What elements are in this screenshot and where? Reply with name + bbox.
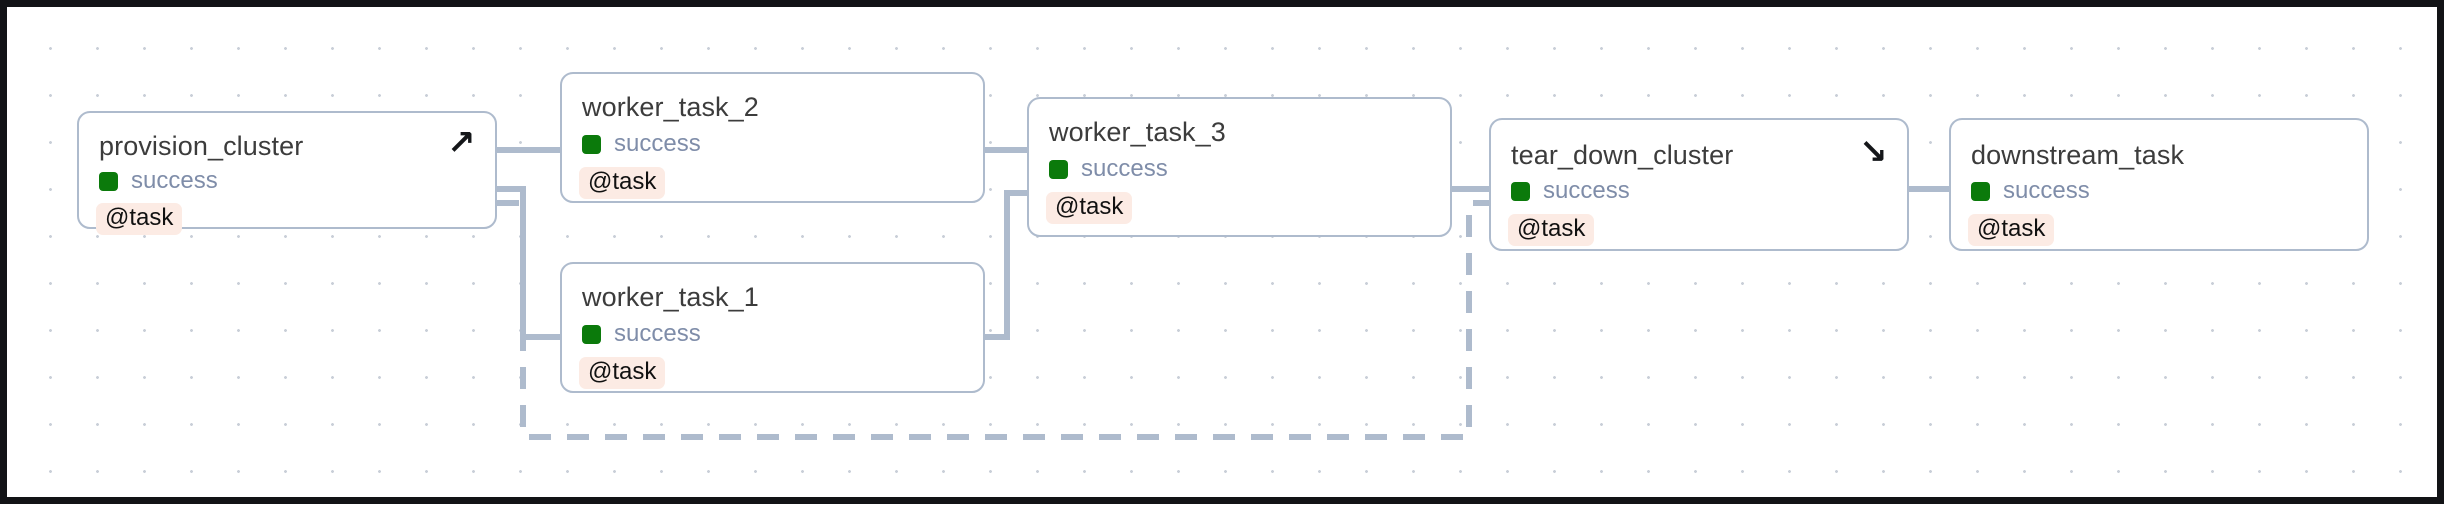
status-success-square-icon xyxy=(582,324,601,344)
status-label: success xyxy=(2003,177,2090,204)
node-status-downstream-task: success xyxy=(1971,178,2090,204)
node-status-provision-cluster: success xyxy=(99,168,218,194)
node-title-worker-task-2: worker_task_2 xyxy=(582,92,759,122)
node-title-provision-cluster: provision_cluster xyxy=(99,131,304,161)
node-status-worker-task-3: success xyxy=(1049,156,1168,182)
node-badge-provision-cluster: @task xyxy=(96,203,183,235)
node-title-downstream-task: downstream_task xyxy=(1971,140,2185,170)
node-badge-worker-task-1: @task xyxy=(579,357,666,389)
status-success-square-icon xyxy=(1511,181,1530,201)
status-label: success xyxy=(131,167,218,194)
node-badge-worker-task-3: @task xyxy=(1046,192,1133,224)
node-badge-downstream-task: @task xyxy=(1968,214,2055,246)
arrow-up-right-icon[interactable]: ↗ xyxy=(447,124,476,162)
status-label: success xyxy=(1543,177,1630,204)
status-success-square-icon xyxy=(1049,159,1068,179)
arrow-down-right-icon[interactable]: ↘ xyxy=(1859,133,1888,171)
edge-worker1-to-worker3 xyxy=(985,190,1027,340)
edge-layer xyxy=(497,147,1949,440)
node-status-worker-task-2: success xyxy=(582,131,701,157)
node-badge-worker-task-2: @task xyxy=(579,167,666,199)
status-success-square-icon xyxy=(1971,181,1990,201)
node-worker-task-3[interactable] xyxy=(1027,97,1452,237)
status-success-square-icon xyxy=(582,134,601,154)
status-success-square-icon xyxy=(99,171,118,191)
edge-provision-to-worker1 xyxy=(497,186,560,340)
graph-canvas[interactable]: provision_cluster success @task ↗ worker… xyxy=(7,7,2437,497)
node-status-tear-down-cluster: success xyxy=(1511,178,1630,204)
node-title-worker-task-1: worker_task_1 xyxy=(582,282,759,312)
status-label: success xyxy=(614,320,701,347)
edge-provision-to-teardown-dashed xyxy=(497,200,1489,440)
node-title-worker-task-3: worker_task_3 xyxy=(1049,117,1226,147)
status-label: success xyxy=(1081,155,1168,182)
node-title-tear-down-cluster: tear_down_cluster xyxy=(1511,140,1734,170)
node-badge-tear-down-cluster: @task xyxy=(1508,214,1595,246)
status-label: success xyxy=(614,130,701,157)
node-status-worker-task-1: success xyxy=(582,321,701,347)
node-worker-task-1[interactable] xyxy=(560,262,985,393)
